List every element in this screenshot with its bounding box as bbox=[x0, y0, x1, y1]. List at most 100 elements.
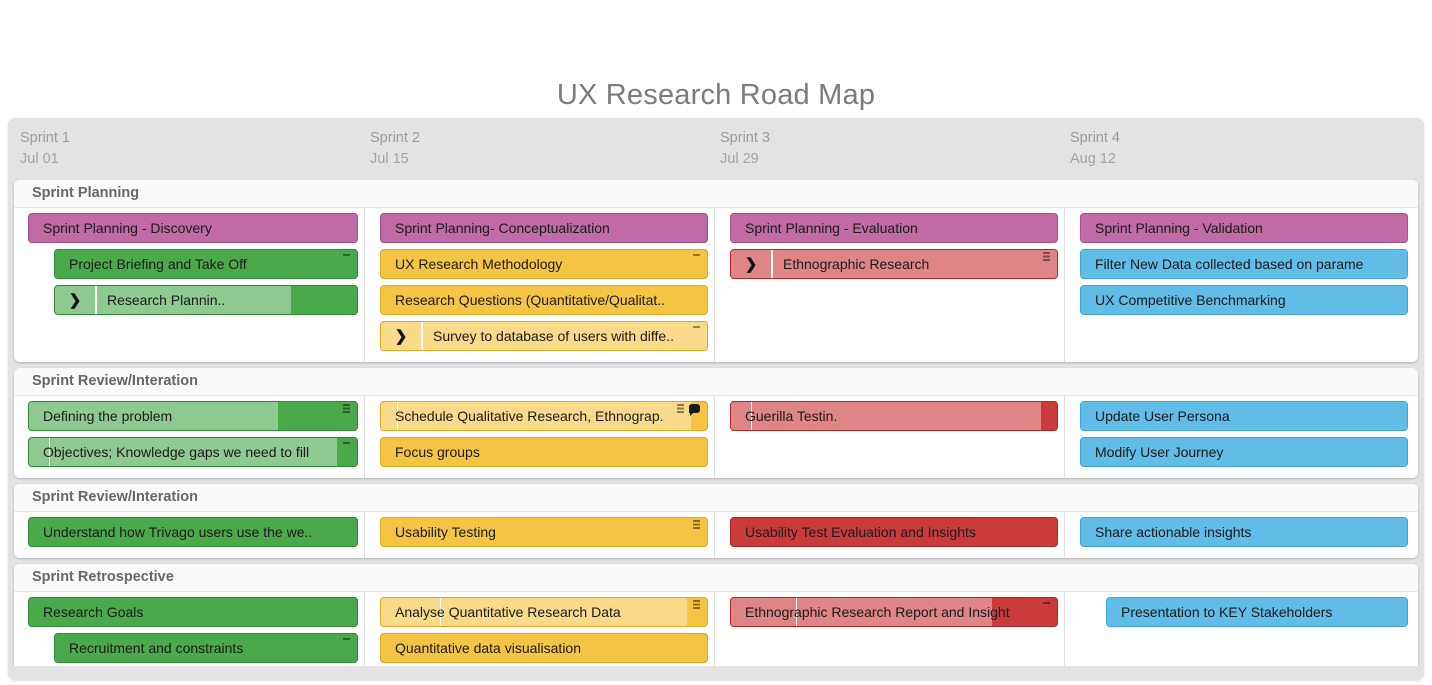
sprint-date: Aug 12 bbox=[1070, 151, 1116, 167]
task-bar[interactable]: Guerilla Testin. bbox=[730, 401, 1058, 431]
task-bar[interactable]: Sprint Planning - Validation bbox=[1080, 213, 1408, 243]
task-label: Update User Persona bbox=[1095, 408, 1230, 424]
task-bar[interactable]: Sprint Planning - Discovery bbox=[28, 213, 358, 243]
task-bar[interactable]: UX Research Methodology bbox=[380, 249, 708, 279]
chevron-right-icon[interactable]: ❯ bbox=[55, 286, 95, 314]
column-divider bbox=[364, 592, 365, 674]
task-bar[interactable]: Objectives; Knowledge gaps we need to fi… bbox=[28, 437, 358, 467]
task-glyph-group bbox=[1043, 252, 1050, 261]
drag-handle-icon[interactable] bbox=[677, 404, 684, 413]
swimlane-title: Sprint Review/Interation bbox=[14, 368, 1418, 396]
drag-handle-icon[interactable] bbox=[343, 404, 350, 413]
task-bar[interactable]: Research Questions (Quantitative/Qualita… bbox=[380, 285, 708, 315]
task-glyph-group bbox=[343, 636, 350, 640]
collapse-dash-icon[interactable] bbox=[1043, 602, 1050, 604]
sprint-header-4: Sprint 4 Aug 12 bbox=[1070, 128, 1120, 170]
task-glyph-group bbox=[693, 520, 700, 529]
task-progress-fill bbox=[29, 438, 338, 466]
task-label: Recruitment and constraints bbox=[69, 640, 244, 656]
task-progress-fill bbox=[381, 402, 691, 430]
toggle-divider bbox=[771, 250, 773, 278]
page-title: UX Research Road Map bbox=[556, 79, 876, 112]
column-divider bbox=[364, 512, 365, 558]
task-glyph-group bbox=[693, 600, 700, 609]
task-progress-fill bbox=[731, 250, 1057, 278]
collapse-dash-icon[interactable] bbox=[693, 326, 700, 328]
drag-handle-icon[interactable] bbox=[693, 600, 700, 609]
collapse-dash-icon[interactable] bbox=[343, 442, 350, 444]
task-marker-line bbox=[750, 402, 752, 430]
drag-handle-icon[interactable] bbox=[1043, 252, 1050, 261]
task-bar[interactable]: Usability Test Evaluation and Insights bbox=[730, 517, 1058, 547]
task-progress-fill bbox=[381, 322, 707, 350]
task-progress-fill bbox=[381, 598, 688, 626]
task-label: Analyse Quantitative Research Data bbox=[395, 604, 621, 620]
toggle-divider bbox=[421, 322, 423, 350]
task-label: Sprint Planning - Discovery bbox=[43, 220, 212, 236]
chevron-right-icon[interactable]: ❯ bbox=[731, 250, 771, 278]
task-marker-line bbox=[397, 402, 399, 430]
task-bar[interactable]: Understand how Trivago users use the we.… bbox=[28, 517, 358, 547]
column-divider bbox=[1064, 512, 1065, 558]
sprint-name: Sprint 4 bbox=[1070, 130, 1120, 146]
task-bar[interactable]: Project Briefing and Take Off bbox=[54, 249, 358, 279]
task-label: Research Goals bbox=[43, 604, 144, 620]
chevron-glyph: ❯ bbox=[394, 327, 408, 345]
task-bar[interactable]: Modify User Journey bbox=[1080, 437, 1408, 467]
task-marker-line bbox=[48, 438, 50, 466]
swimlane-body: Understand how Trivago users use the we.… bbox=[14, 512, 1418, 558]
swimlane-title: Sprint Retrospective bbox=[14, 564, 1418, 592]
task-bar[interactable]: Presentation to KEY Stakeholders bbox=[1106, 597, 1408, 627]
swimlane-title: Sprint Planning bbox=[14, 180, 1418, 208]
sprint-name: Sprint 3 bbox=[720, 130, 770, 146]
sprint-date: Jul 15 bbox=[370, 151, 409, 167]
task-bar[interactable]: Defining the problem bbox=[28, 401, 358, 431]
task-bar[interactable]: ❯ Ethnographic Research bbox=[730, 249, 1058, 279]
toggle-divider bbox=[95, 286, 97, 314]
task-glyph-group bbox=[1043, 600, 1050, 604]
task-bar[interactable]: Sprint Planning - Evaluation bbox=[730, 213, 1058, 243]
task-bar[interactable]: Quantitative data visualisation bbox=[380, 633, 708, 663]
task-bar[interactable]: Analyse Quantitative Research Data bbox=[380, 597, 708, 627]
task-label: UX Competitive Benchmarking bbox=[1095, 292, 1286, 308]
collapse-dash-icon[interactable] bbox=[693, 254, 700, 256]
task-label: Schedule Qualitative Research, Ethnograp… bbox=[395, 408, 664, 424]
chevron-right-icon[interactable]: ❯ bbox=[381, 322, 421, 350]
column-divider bbox=[364, 396, 365, 478]
task-bar[interactable]: ❯Research Plannin.. bbox=[54, 285, 358, 315]
task-bar[interactable]: Research Goals bbox=[28, 597, 358, 627]
task-bar[interactable]: ❯ Survey to database of users with diffe.… bbox=[380, 321, 708, 351]
task-marker-line bbox=[439, 598, 441, 626]
task-bar[interactable]: Schedule Qualitative Research, Ethnograp… bbox=[380, 401, 708, 431]
task-glyph-group bbox=[343, 440, 350, 444]
task-bar[interactable]: Share actionable insights bbox=[1080, 517, 1408, 547]
task-label: Survey to database of users with diffe.. bbox=[433, 328, 674, 344]
comment-bubble-icon[interactable] bbox=[689, 404, 700, 416]
task-label: Presentation to KEY Stakeholders bbox=[1121, 604, 1333, 620]
task-glyph-group bbox=[677, 404, 700, 416]
collapse-dash-icon[interactable] bbox=[343, 638, 350, 640]
chevron-glyph: ❯ bbox=[68, 291, 82, 309]
task-bar[interactable]: Filter New Data collected based on param… bbox=[1080, 249, 1408, 279]
task-bar[interactable]: UX Competitive Benchmarking bbox=[1080, 285, 1408, 315]
task-label: Sprint Planning - Validation bbox=[1095, 220, 1263, 236]
drag-handle-icon[interactable] bbox=[693, 520, 700, 529]
task-label: Filter New Data collected based on param… bbox=[1095, 256, 1364, 272]
task-bar[interactable]: Usability Testing bbox=[380, 517, 708, 547]
task-bar[interactable]: Ethnographic Research Report and Insight bbox=[730, 597, 1058, 627]
task-glyph-group bbox=[343, 252, 350, 256]
collapse-dash-icon[interactable] bbox=[343, 254, 350, 256]
task-label: UX Research Methodology bbox=[395, 256, 563, 272]
task-bar[interactable]: Update User Persona bbox=[1080, 401, 1408, 431]
task-bar[interactable]: Sprint Planning- Conceptualization bbox=[380, 213, 708, 243]
task-bar[interactable]: Focus groups bbox=[380, 437, 708, 467]
task-label: Ethnographic Research bbox=[783, 256, 930, 272]
sprint-date: Jul 01 bbox=[20, 151, 59, 167]
task-bar[interactable]: Recruitment and constraints bbox=[54, 633, 358, 663]
